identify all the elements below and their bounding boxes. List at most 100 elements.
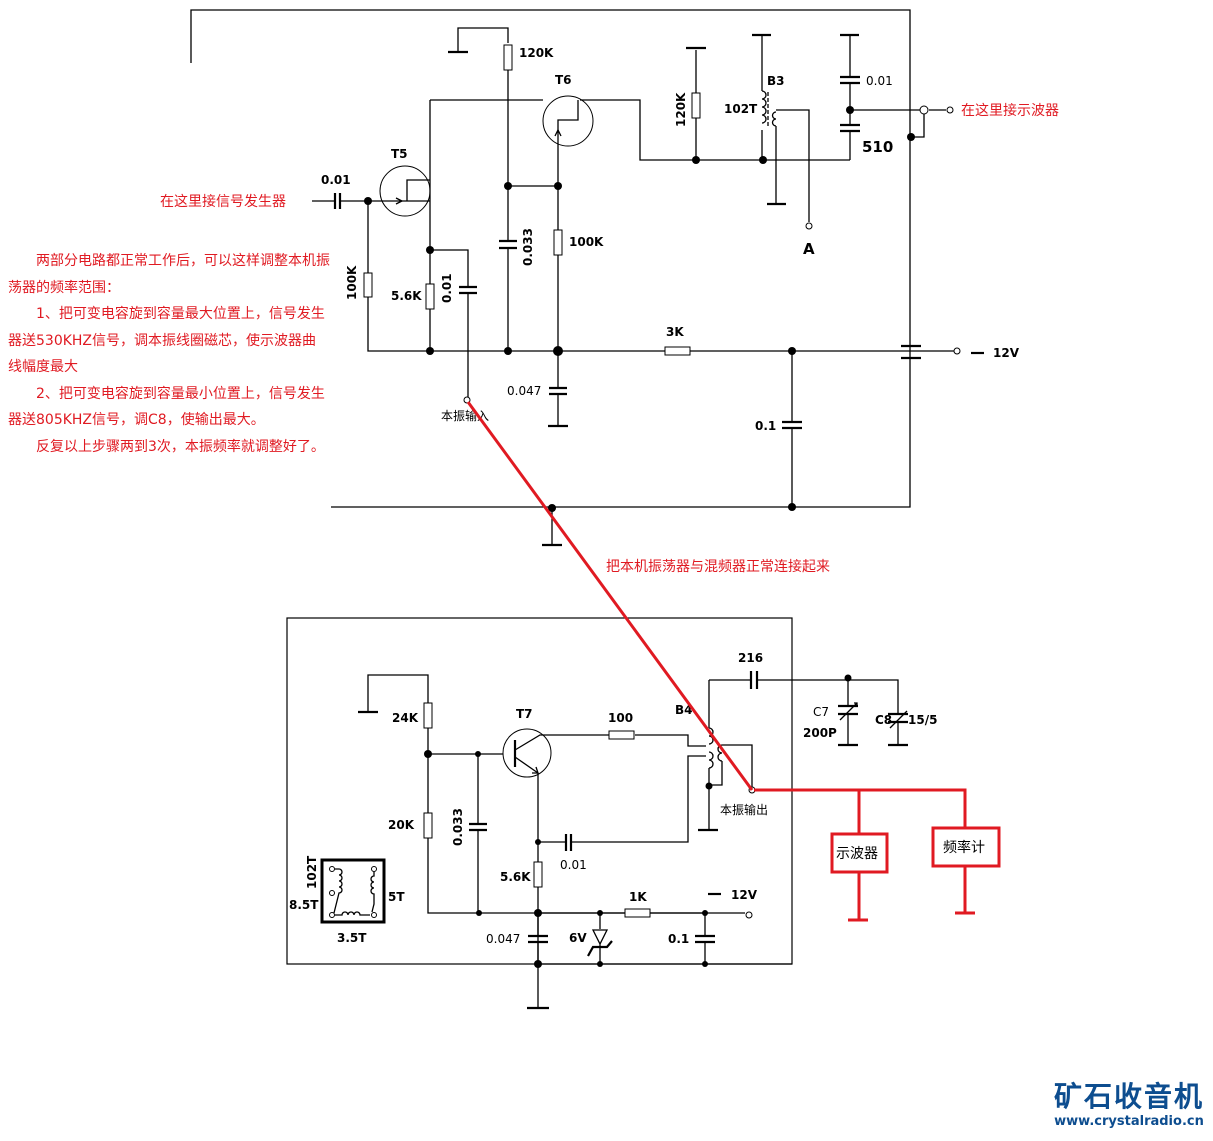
c7-label: C7: [813, 705, 829, 719]
supply-capacitor: [901, 344, 921, 360]
scope-ground-wire: [911, 114, 925, 138]
junction: [702, 910, 708, 916]
scope-terminal[interactable]: [919, 105, 929, 115]
supply-terminal[interactable]: [953, 347, 961, 355]
capacitor-0047: [548, 386, 568, 428]
transistor-t6: [542, 95, 594, 147]
r-120k-top-label: 120K: [519, 46, 554, 60]
osc-supply-capacitors: [527, 934, 715, 1010]
mixer-circuit: 0.01 T5 100K 5.6K 0.01 本振输入 120K T6: [160, 9, 1059, 547]
cap-0033-label: 0.033: [521, 228, 535, 266]
logo-url: www.crystalradio.cn: [1054, 1114, 1204, 1129]
input-cap-label: 0.01: [321, 173, 351, 187]
junction: [475, 751, 481, 757]
r-100-label: 100: [608, 711, 633, 725]
b3-primary-coil: [761, 90, 767, 124]
lo-input-wire: [430, 249, 469, 398]
coil-secondary-label: 5T: [388, 890, 405, 904]
junction: [788, 503, 796, 511]
capacitor-001-osc: [564, 834, 573, 851]
resistor-120k-top: [503, 44, 513, 71]
capacitor-01: [782, 420, 802, 430]
junction: [535, 839, 541, 845]
test-connections: 示波器 频率计 把本机振荡器与混频器正常连接起来: [466, 401, 1001, 922]
t6-arrow-icon: [554, 128, 562, 137]
t7-label: T7: [516, 707, 533, 721]
ground-bus-wire: [367, 201, 911, 352]
b3-label: B3: [767, 74, 785, 88]
signal-generator-annotation: 在这里接信号发生器: [160, 193, 286, 210]
cap-0033-osc-label: 0.033: [451, 808, 465, 846]
oscillator-circuit: 24K 20K 0.033 T7 100 0.01 5.6K B4 本振输出 2…: [286, 617, 937, 1010]
variable-cap-arrows-icon: [839, 702, 908, 729]
cap-0047-osc-label: 0.047: [486, 932, 520, 946]
output-wires: [849, 35, 946, 160]
resistor-5-6k: [425, 283, 435, 310]
capacitor-216: [749, 671, 759, 689]
transistor-t5: [379, 165, 431, 217]
resistor-5-6k-osc: [533, 861, 543, 888]
cap-001-right-label: 0.01: [866, 74, 893, 88]
b4-label: B4: [675, 703, 693, 717]
oscilloscope-label: 示波器: [836, 846, 878, 862]
supply-rail-symbols: [686, 33, 859, 50]
logo-brand: 矿石收音机: [1053, 1080, 1204, 1113]
osc-supply-terminal[interactable]: [745, 911, 753, 919]
c7-value-label: 200P: [803, 726, 837, 740]
resistor-100k-left: [363, 272, 373, 298]
r-100k-left-label: 100K: [345, 265, 359, 300]
r-5-6k-osc-label: 5.6K: [500, 870, 531, 884]
cap-001-lo-label: 0.01: [440, 273, 454, 303]
instruction-intro: 两部分电路都正常工作后，可以这样调整本机振荡器的频率范围：: [8, 253, 330, 296]
cap-510-label: 510: [862, 138, 893, 156]
junction: [907, 133, 915, 141]
r-120k-side-label: 120K: [674, 92, 688, 127]
oscilloscope-annotation: 在这里接示波器: [961, 102, 1059, 119]
osc-supply-label: 12V: [731, 888, 758, 902]
cap-001-osc-label: 0.01: [560, 858, 587, 872]
mixer-frame-wire: [190, 9, 911, 508]
coil-total-label: 102T: [305, 855, 319, 889]
junction: [844, 674, 852, 682]
osc-bias-wires: [367, 674, 705, 914]
supply-label: 12V: [993, 346, 1020, 360]
t5-label: T5: [391, 147, 408, 161]
oscilloscope-box: [830, 832, 889, 874]
point-a-label: A: [803, 240, 815, 258]
mixer-wires: [430, 27, 850, 351]
zener-label: 6V: [569, 931, 587, 945]
scope-terminal-end[interactable]: [946, 106, 954, 114]
r-5-6k-label: 5.6K: [391, 289, 422, 303]
b4-primary-coil: [708, 680, 714, 830]
resistor-20k: [423, 812, 433, 839]
cap-01-label: 0.1: [755, 419, 776, 433]
lo-output-label: 本振输出: [720, 802, 768, 817]
site-logo: 矿石收音机 www.crystalradio.cn: [1045, 1080, 1213, 1129]
coil-tap-label: 8.5T: [289, 898, 319, 912]
junction: [504, 347, 512, 355]
t6-label: T6: [555, 73, 572, 87]
coil-feedback-label: 3.5T: [337, 931, 367, 945]
capacitor-0033: [499, 239, 517, 250]
instruction-repeat: 反复以上步骤两到3次，本振频率就调整好了。: [36, 438, 325, 455]
junction: [476, 910, 482, 916]
cap-216-label: 216: [738, 651, 763, 665]
lo-connection-line: [466, 401, 754, 791]
tank-wires: [709, 679, 899, 745]
instrument-wires: [754, 788, 975, 922]
r-3k-label: 3K: [666, 325, 684, 339]
frequency-counter-box: [931, 826, 1001, 868]
c8-value-label: 15/5: [908, 713, 937, 727]
connect-note-annotation: 把本机振荡器与混频器正常连接起来: [606, 558, 830, 575]
junction: [534, 960, 542, 968]
osc-supply-wires: [537, 912, 792, 965]
junction: [846, 106, 854, 114]
junction: [426, 347, 434, 355]
cap-01-osc-label: 0.1: [668, 932, 689, 946]
r-24k-label: 24K: [392, 711, 419, 725]
junction: [759, 156, 767, 164]
point-a-terminal[interactable]: [805, 222, 813, 230]
t7-wires: [514, 734, 706, 1008]
capacitor-0033-osc: [469, 822, 487, 832]
